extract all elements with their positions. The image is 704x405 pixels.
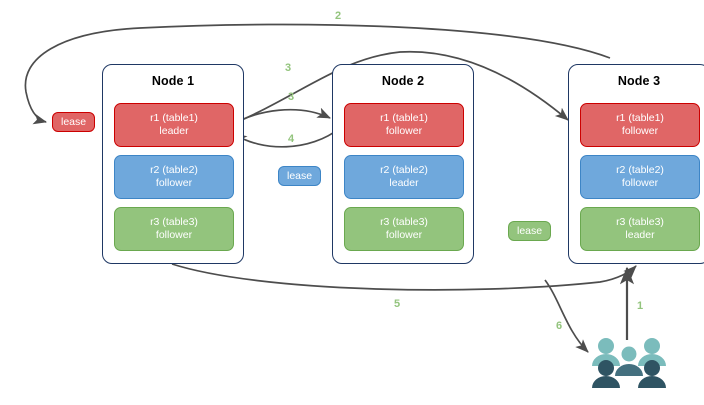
replica-role: follower [385,229,423,241]
node-3-replica-r3[interactable]: r3 (table3) leader [580,207,700,251]
node-3-replica-r1[interactable]: r1 (table1) follower [580,103,700,147]
node-1-replica-r1[interactable]: r1 (table1) leader [114,103,234,147]
node-2[interactable]: Node 2 r1 (table1) follower r2 (table2) … [332,64,474,264]
replica-role: follower [621,125,659,137]
replica-id: r3 (table3) [380,216,428,228]
arrow-step-6 [544,279,589,353]
node-2-replica-r1[interactable]: r1 (table1) follower [344,103,464,147]
replica-role: follower [155,177,193,189]
node-1-title: Node 1 [151,74,195,88]
step-label-6: 6 [556,320,563,332]
lease-badge-red[interactable]: lease [52,112,96,132]
node-2-title: Node 2 [381,74,425,88]
replica-id: r2 (table2) [150,164,198,176]
step-label-3b: 3 [288,91,295,103]
arrow-step-5 [171,263,637,291]
replica-role: follower [155,229,193,241]
replica-role: leader [625,229,655,241]
node-2-replica-r2[interactable]: r2 (table2) leader [344,155,464,199]
replica-id: r1 (table1) [150,112,198,124]
lease-label: lease [61,116,87,128]
replica-id: r1 (table1) [616,112,664,124]
lease-badge-green[interactable]: lease [508,221,552,241]
lease-badge-blue[interactable]: lease [278,166,322,186]
replica-id: r3 (table3) [616,216,664,228]
replica-role: follower [621,177,659,189]
arrow-step-2 [24,23,611,125]
replica-role: leader [159,125,189,137]
replica-role: leader [389,177,419,189]
node-3-title: Node 3 [617,74,661,88]
lease-label: lease [287,170,313,182]
replica-id: r2 (table2) [380,164,428,176]
node-1-replica-r2[interactable]: r2 (table2) follower [114,155,234,199]
step-label-2: 2 [335,10,342,22]
arrow-step-4 [233,127,341,148]
arrow-step-3-long [227,50,569,127]
node-1[interactable]: Node 1 r1 (table1) leader r2 (table2) fo… [102,64,244,264]
node-3[interactable]: Node 3 r1 (table1) follower r2 (table2) … [568,64,704,264]
node-2-replica-r3[interactable]: r3 (table3) follower [344,207,464,251]
replica-role: follower [385,125,423,137]
replica-id: r1 (table1) [380,112,428,124]
replica-id: r3 (table3) [150,216,198,228]
node-1-replica-r3[interactable]: r3 (table3) follower [114,207,234,251]
step-label-1: 1 [637,300,644,312]
replica-id: r2 (table2) [616,164,664,176]
step-label-5: 5 [394,298,401,310]
step-label-4: 4 [288,133,295,145]
node-3-replica-r2[interactable]: r2 (table2) follower [580,155,700,199]
step-label-3a: 3 [285,62,292,74]
client-users-icon [592,338,666,388]
lease-label: lease [517,225,543,237]
